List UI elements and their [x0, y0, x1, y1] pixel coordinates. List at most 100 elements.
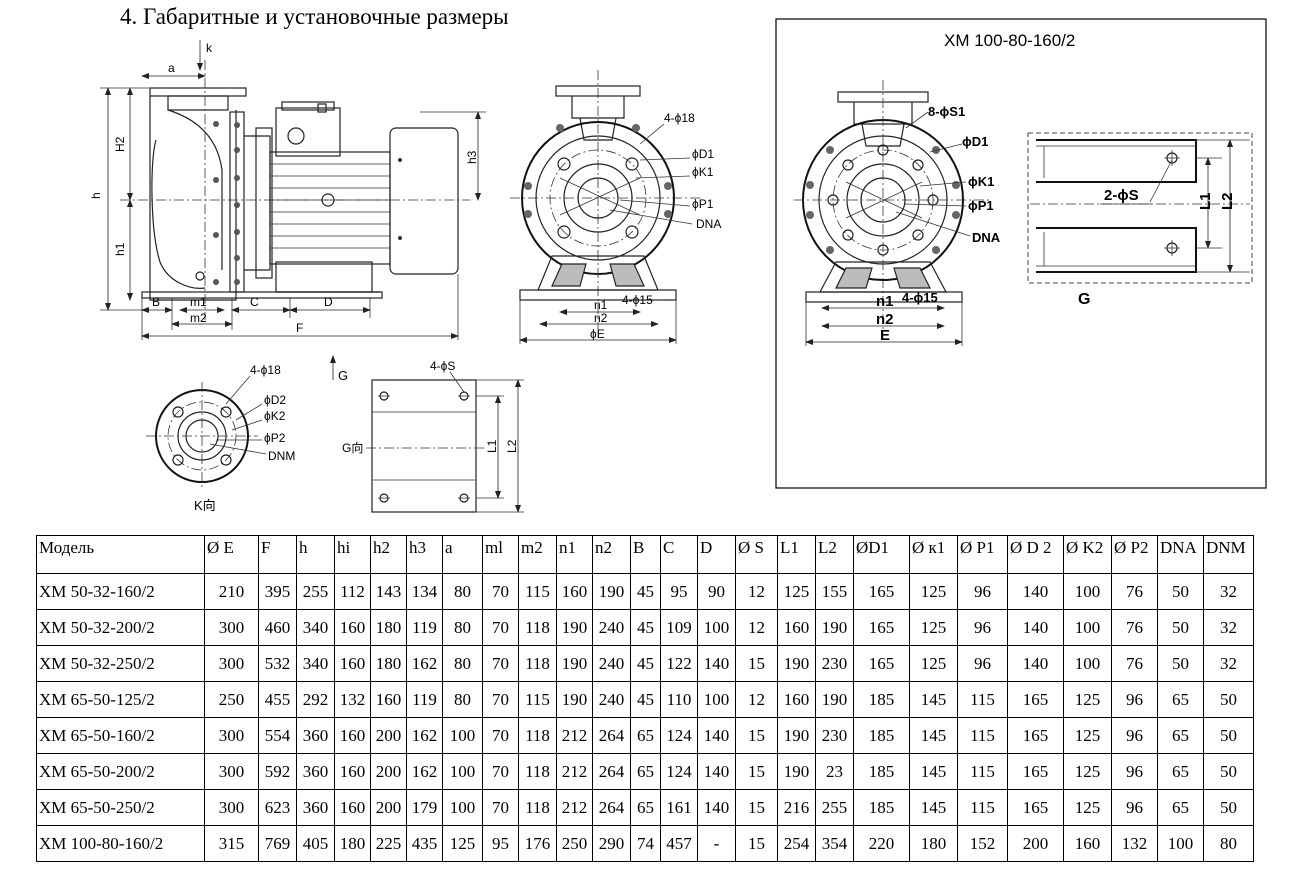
table-cell: 96 [957, 645, 1008, 682]
table-cell: 145 [909, 789, 958, 826]
table-cell: 160 [334, 717, 371, 754]
column-header: n1 [556, 535, 593, 574]
label-k-K2: ϕK2 [264, 409, 286, 423]
k-direction-view: 4-ϕ18 ϕD2 ϕK2 ϕP2 DNM K向 [146, 363, 295, 513]
table-cell: 110 [660, 681, 698, 718]
table-cell: 50 [1203, 717, 1254, 754]
table-cell: 354 [815, 825, 854, 862]
inset-label-P1: ϕP1 [968, 198, 994, 213]
table-cell: 45 [630, 573, 661, 610]
table-cell: 112 [334, 573, 371, 610]
column-header: Ø P2 [1111, 535, 1158, 574]
table-cell: 165 [1007, 681, 1064, 718]
column-header: h [296, 535, 335, 574]
inset-title: XM 100-80-160/2 [944, 31, 1075, 50]
table-cell: 15 [735, 753, 778, 790]
table-cell: 200 [370, 789, 407, 826]
label-k-D2: ϕD2 [264, 393, 286, 407]
label-front-P1: ϕP1 [692, 197, 714, 211]
table-cell: 165 [853, 573, 910, 610]
label-front-n2: n2 [594, 311, 608, 325]
column-header: h2 [370, 535, 407, 574]
table-cell: 592 [258, 753, 297, 790]
table-cell: 32 [1203, 645, 1254, 682]
table-cell: 264 [592, 789, 631, 826]
column-header: B [630, 535, 661, 574]
column-header: DNM [1203, 535, 1254, 574]
table-cell: 190 [815, 609, 854, 646]
table-cell: 100 [442, 753, 483, 790]
table-cell: 50 [1203, 753, 1254, 790]
table-cell: 165 [1007, 753, 1064, 790]
column-header: n2 [592, 535, 631, 574]
table-cell: 50 [1203, 789, 1254, 826]
model-cell: XM 50-32-160/2 [36, 573, 205, 610]
dimension-drawings: k a h H2 h1 h3 B m1 m2 C D F [89, 18, 1267, 513]
column-header: a [442, 535, 483, 574]
column-header: ØD1 [853, 535, 910, 574]
table-cell: 100 [1063, 645, 1112, 682]
column-header: F [258, 535, 297, 574]
table-cell: 554 [258, 717, 297, 754]
table-cell: 240 [592, 681, 631, 718]
table-cell: 212 [556, 753, 593, 790]
table-cell: 76 [1111, 645, 1158, 682]
table-cell: 115 [957, 681, 1008, 718]
column-header: D [697, 535, 736, 574]
table-cell: 230 [815, 717, 854, 754]
table-cell: 96 [1111, 789, 1158, 826]
table-cell: 179 [406, 789, 443, 826]
table-cell: 15 [735, 645, 778, 682]
label-front-DNA: DNA [696, 217, 721, 231]
model-cell: XM 50-32-250/2 [36, 645, 205, 682]
column-header: Ø S [735, 535, 778, 574]
table-cell: 340 [296, 609, 335, 646]
table-cell: 50 [1157, 645, 1204, 682]
label-F: F [296, 321, 303, 335]
table-cell: 360 [296, 753, 335, 790]
table-cell: 109 [660, 609, 698, 646]
column-header: Модель [36, 535, 205, 574]
table-cell: 100 [1063, 609, 1112, 646]
model-cell: XM 100-80-160/2 [36, 825, 205, 862]
table-cell: 300 [204, 789, 259, 826]
label-k: k [206, 41, 213, 55]
table-cell: 143 [370, 573, 407, 610]
table-cell: 65 [1157, 753, 1204, 790]
table-cell: 200 [370, 717, 407, 754]
table-cell: 165 [853, 645, 910, 682]
table-cell: 210 [204, 573, 259, 610]
table-cell: 457 [660, 825, 698, 862]
model-cell: XM 50-32-200/2 [36, 609, 205, 646]
table-cell: 119 [406, 681, 443, 718]
column-header: Ø D 2 [1007, 535, 1064, 574]
table-cell: 160 [334, 789, 371, 826]
column-header: m2 [518, 535, 557, 574]
table-cell: 160 [370, 681, 407, 718]
table-cell: 65 [1157, 789, 1204, 826]
table-cell: 32 [1203, 573, 1254, 610]
label-front-n1: n1 [594, 298, 608, 312]
table-cell: 185 [853, 789, 910, 826]
table-cell: - [697, 825, 736, 862]
table-cell: 70 [482, 573, 519, 610]
table-cell: 190 [556, 681, 593, 718]
table-cell: 65 [630, 753, 661, 790]
table-cell: 134 [406, 573, 443, 610]
table-cell: 190 [777, 645, 816, 682]
table-cell: 264 [592, 753, 631, 790]
table-cell: 65 [630, 789, 661, 826]
model-cell: XM 65-50-250/2 [36, 789, 205, 826]
pump-front-view: 4-ϕ18 ϕD1 ϕK1 ϕP1 DNA 4-ϕ15 n1 n2 ϕE [510, 70, 721, 344]
table-cell: 180 [370, 609, 407, 646]
table-cell: 250 [556, 825, 593, 862]
column-header: hi [334, 535, 371, 574]
table-cell: 115 [957, 717, 1008, 754]
inset-label-slots: 2-ϕS [1104, 187, 1139, 204]
table-cell: 132 [334, 681, 371, 718]
column-header: L1 [777, 535, 816, 574]
table-cell: 162 [406, 717, 443, 754]
table-cell: 15 [735, 789, 778, 826]
